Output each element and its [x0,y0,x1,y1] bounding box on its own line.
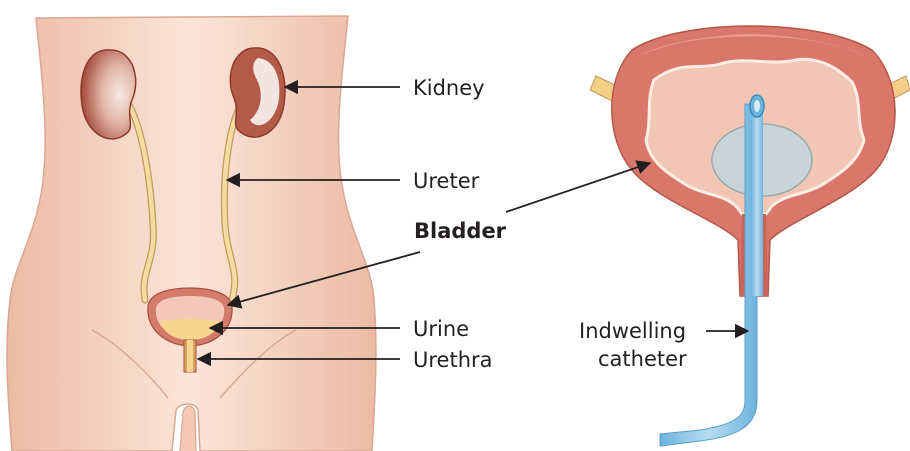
catheter-tube-upper [751,106,763,296]
bladder-arrow-right [506,163,650,212]
catheter-tip-eye [754,100,760,112]
torso-illustration [7,16,376,451]
leg-gap [180,406,196,451]
label-ureter: Ureter [413,169,480,193]
left-kidney [81,50,136,139]
label-catheter-line1: Indwelling [579,319,686,343]
label-urine: Urine [413,317,469,341]
label-kidney: Kidney [413,76,485,100]
label-bladder: Bladder [414,219,507,243]
torso-body [7,16,376,451]
label-catheter-line2: catheter [598,347,687,371]
bladder-cross-section [590,26,910,446]
label-urethra: Urethra [413,348,493,372]
